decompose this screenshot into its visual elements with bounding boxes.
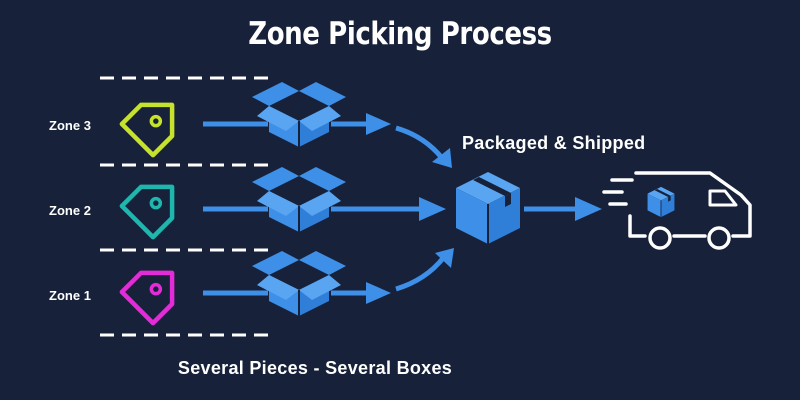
tag-to-box-lines bbox=[203, 121, 268, 296]
zone-3-label: Zone 3 bbox=[49, 118, 91, 133]
zone-2-box-icon bbox=[251, 166, 347, 233]
zone-3-arrowhead bbox=[366, 113, 391, 135]
footer-caption: Several Pieces - Several Boxes bbox=[177, 358, 453, 378]
lower-curve-arrowhead bbox=[435, 248, 454, 268]
zone-1-label: Zone 1 bbox=[49, 288, 91, 303]
zone-separators bbox=[100, 76, 270, 337]
upper-curve bbox=[395, 125, 444, 160]
box-arrows bbox=[331, 113, 446, 304]
zone-2-tag-icon bbox=[122, 171, 188, 237]
packaged-box-icon bbox=[455, 171, 521, 245]
delivery-truck-icon bbox=[602, 171, 752, 250]
truck-cargo-box-icon bbox=[647, 186, 675, 218]
zone-2-arrowhead bbox=[419, 197, 446, 221]
converging-curves bbox=[395, 125, 454, 292]
upper-curve-arrowhead bbox=[432, 148, 452, 168]
zone-1-box-icon bbox=[251, 250, 347, 317]
lower-curve bbox=[395, 255, 446, 292]
zone-1-arrowhead bbox=[366, 282, 391, 304]
diagram-title: Zone Picking Process bbox=[248, 16, 552, 52]
packaged-shipped-label: Packaged & Shipped bbox=[462, 133, 646, 153]
zone-2-label: Zone 2 bbox=[49, 203, 91, 218]
ship-arrowhead bbox=[575, 197, 602, 221]
zone-1-tag-icon bbox=[122, 257, 188, 323]
zone-3-box-icon bbox=[251, 81, 347, 148]
zone-3-tag-icon bbox=[122, 89, 188, 155]
